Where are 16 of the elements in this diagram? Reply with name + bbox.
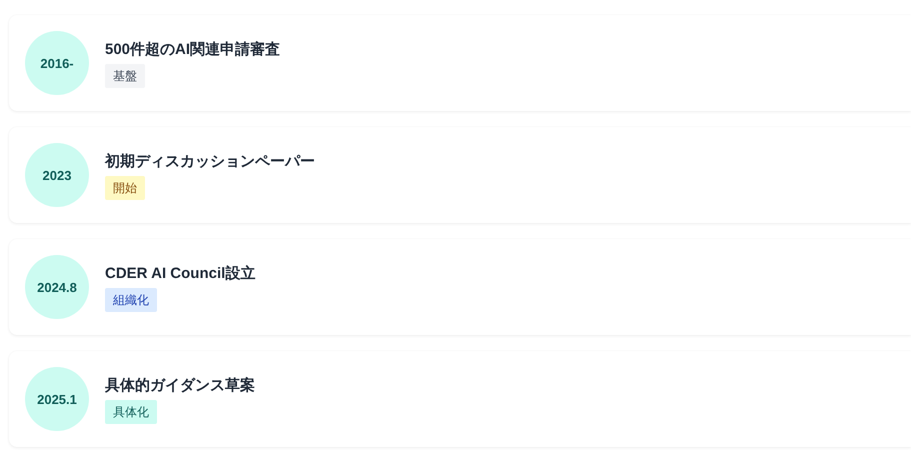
milestone-card (9, 15, 911, 111)
milestone-title: 具体的ガイダンス草案 (105, 376, 255, 396)
year-circle: 2025.1 (25, 367, 89, 431)
milestone-card (9, 351, 911, 447)
milestone-title: 初期ディスカッションペーパー (105, 152, 315, 172)
category-tag: 開始 (105, 176, 145, 200)
category-tag: 具体化 (105, 400, 157, 424)
milestone-title: 500件超のAI関連申請審査 (105, 40, 280, 60)
category-tag: 組織化 (105, 288, 157, 312)
year-circle: 2016- (25, 31, 89, 95)
year-circle: 2023 (25, 143, 89, 207)
year-circle: 2024.8 (25, 255, 89, 319)
milestone-card (9, 239, 911, 335)
milestone-card (9, 127, 911, 223)
milestone-title: CDER AI Council設立 (105, 264, 256, 284)
category-tag: 基盤 (105, 64, 145, 88)
